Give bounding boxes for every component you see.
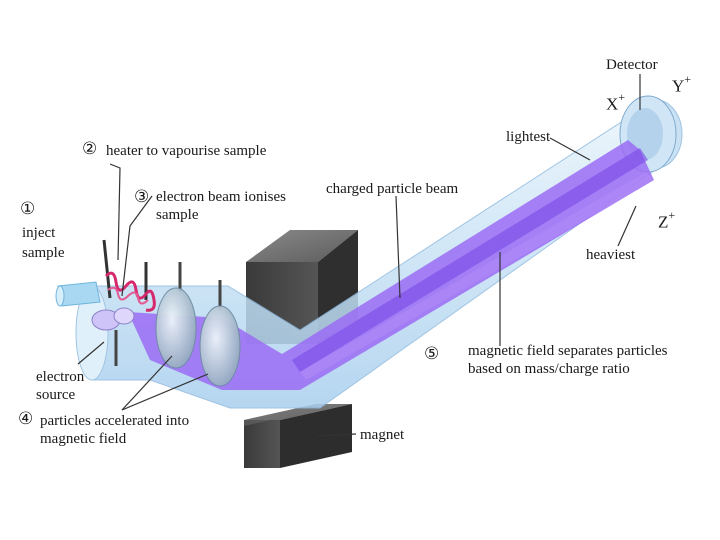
step-4-marker: ④ [18,409,34,429]
leader-charged-beam [395,195,401,299]
magnetic-field-label-line1: magnetic field separates particles [468,343,668,359]
detector-label: Detector [606,57,658,73]
leader-accelerated-b [121,373,209,411]
step-5-marker: ⑤ [424,344,440,364]
accelerated-label-line1: particles accelerated into [40,413,190,429]
accelerated-label-line2: magnetic field [40,431,127,447]
magnet-lower-block [244,404,352,468]
charged-beam-label: charged particle beam [326,181,459,197]
lightest-label: lightest [506,129,551,145]
leader-lightest [549,137,591,161]
leader-electron-beam [121,195,153,297]
electron-beam-label-line1: electron beam ionises [156,189,286,205]
ion-z-letter: Z [658,212,669,232]
heater-label: heater to vapourise sample [106,143,267,159]
ion-z-label: Z+ [658,208,675,232]
electron-beam-label-line2: sample [156,207,199,223]
leader-heaviest [617,205,637,247]
accelerator-plates [155,262,241,387]
ion-x-label: X+ [606,90,625,114]
leader-lines [77,74,641,437]
inject-pipe [55,281,101,307]
ion-y-letter: Y [672,76,685,96]
electron-source-label-line1: electron [36,369,85,385]
step-2-marker: ② [82,139,98,159]
leader-accelerated-a [121,355,173,411]
ion-y-label: Y+ [672,72,691,96]
inject-label-line1: inject [22,225,56,241]
magnet-label: magnet [360,427,405,443]
leader-magnet [317,433,357,437]
ion-z-charge: + [668,208,676,222]
heater-coil [102,239,156,312]
leader-heater [109,163,121,261]
electron-source [91,307,135,366]
step-3-marker: ③ [134,187,150,207]
ion-x-letter: X [606,94,619,114]
ion-y-charge: + [684,72,692,86]
leader-electron-source [77,341,105,365]
electron-source-label-line2: source [36,387,76,403]
magnetic-field-label-line2: based on mass/charge ratio [468,361,630,377]
inject-label-line2: sample [22,245,65,261]
step-1-marker: ① [20,199,36,219]
ion-x-charge: + [618,90,626,104]
heaviest-label: heaviest [586,247,636,263]
